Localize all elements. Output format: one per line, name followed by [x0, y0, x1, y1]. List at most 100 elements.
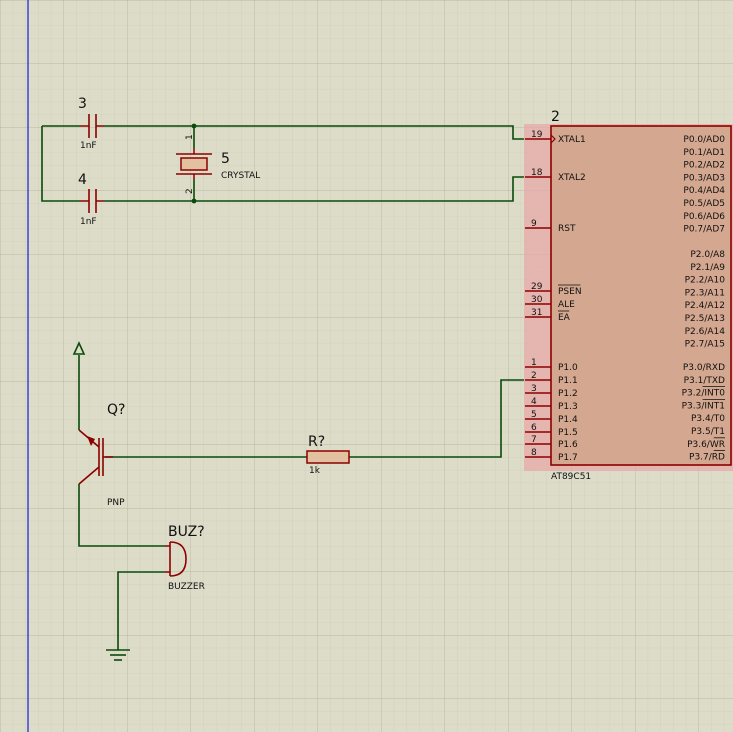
mcu-pin-label: P2.3/A11	[685, 288, 725, 298]
mcu-pin-label: P3.5/T1	[691, 427, 725, 437]
power-terminal-icon[interactable]	[72, 341, 86, 355]
mcu-pin-p0-5-ad5[interactable]: P0.5/AD5	[683, 199, 725, 209]
mcu-pin-p2-3-a11[interactable]: P2.3/A11	[685, 288, 725, 298]
mcu-pin-label: PSEN	[558, 287, 582, 297]
mcu-pin-label: RST	[558, 224, 576, 234]
mcu-pin-number: 5	[531, 410, 537, 420]
ground-icon[interactable]	[106, 649, 130, 661]
mcu-pin-label: P1.6	[558, 440, 578, 450]
transistor-type: PNP	[107, 498, 125, 508]
mcu-pin-number: 7	[531, 435, 537, 445]
mcu-pin-number: 30	[531, 295, 543, 305]
mcu-pin-number: 1	[531, 358, 537, 368]
mcu-pin-p2-2-a10[interactable]: P2.2/A10	[685, 276, 726, 286]
mcu-pin-label: P0.2/AD2	[683, 161, 725, 171]
mcu-right-pins: P0.0/AD0P0.1/AD1P0.2/AD2P0.3/AD3P0.4/AD4…	[682, 135, 726, 463]
junction-dot	[191, 198, 197, 204]
mcu-pin-label: P0.0/AD0	[683, 135, 725, 145]
mcu-pin-label: P1.0	[558, 363, 578, 373]
mcu-pin-label: P1.5	[558, 428, 578, 438]
clock-input-icon	[550, 134, 556, 144]
mcu-pin-p3-5-t1[interactable]: P3.5/T1	[691, 427, 725, 437]
mcu-pin-number: 29	[531, 282, 543, 292]
mcu-pin-p0-3-ad3[interactable]: P0.3/AD3	[683, 173, 725, 183]
transistor-pnp[interactable]: Q? PNP	[78, 402, 125, 508]
crystal-x5[interactable]: 1 2 5 CRYSTAL	[176, 134, 260, 194]
resistor-ref: R?	[308, 434, 325, 450]
capacitor-c3[interactable]: 3 1nF	[78, 96, 104, 151]
mcu-pin-label: P3.7/RD	[689, 453, 725, 463]
mcu-pin-p3-2-int0[interactable]: P3.2/INT0	[682, 386, 726, 399]
mcu-pin-number: 3	[531, 384, 537, 394]
mcu-pin-number: 4	[531, 397, 537, 407]
mcu-pin-p3-7-rd[interactable]: P3.7/RD	[689, 450, 725, 463]
mcu-pin-p3-0-rxd[interactable]: P3.0/RXD	[683, 363, 725, 373]
mcu-pin-p2-0-a8[interactable]: P2.0/A8	[690, 250, 725, 260]
mcu-pin-label: P1.1	[558, 376, 578, 386]
resistor-r[interactable]: R? 1k	[306, 434, 350, 476]
mcu-pin-label: P0.5/AD5	[683, 199, 725, 209]
mcu-pin-number: 19	[531, 130, 543, 140]
mcu-pin-p0-1-ad1[interactable]: P0.1/AD1	[683, 148, 725, 158]
crystal-ref: 5	[221, 151, 230, 167]
wires	[41, 125, 524, 650]
mcu-pin-p3-3-int1[interactable]: P3.3/INT1	[682, 398, 725, 411]
mcu-pin-label: P2.7/A15	[685, 340, 725, 350]
mcu-pin-p2-4-a12[interactable]: P2.4/A12	[685, 301, 725, 311]
mcu-pin-label: P2.0/A8	[690, 250, 725, 260]
mcu-pin-number: 2	[531, 371, 537, 381]
buzzer[interactable]: BUZ? BUZZER	[165, 524, 205, 592]
mcu-pin-label: P3.1/TXD	[684, 376, 725, 386]
mcu-ref: 2	[551, 109, 560, 125]
mcu-pin-p0-4-ad4[interactable]: P0.4/AD4	[683, 186, 725, 196]
mcu-pin-label: P0.7/AD7	[683, 225, 725, 235]
mcu-pin-p0-2-ad2[interactable]: P0.2/AD2	[683, 161, 725, 171]
mcu-pin-p0-7-ad7[interactable]: P0.7/AD7	[683, 225, 725, 235]
junction-dot	[191, 123, 197, 129]
mcu-pin-label: P0.6/AD6	[683, 212, 725, 222]
mcu-pin-p3-1-txd[interactable]: P3.1/TXD	[684, 376, 725, 386]
crystal-pin2: 2	[185, 188, 195, 194]
mcu-pin-label: P0.1/AD1	[683, 148, 725, 158]
mcu-pin-p2-5-a13[interactable]: P2.5/A13	[685, 314, 725, 324]
mcu-pin-number: 8	[531, 448, 537, 458]
mcu-pin-label: P2.6/A14	[685, 327, 726, 337]
mcu-pin-label: P0.3/AD3	[683, 173, 725, 183]
mcu-pin-p3-6-wr[interactable]: P3.6/WR	[687, 437, 725, 450]
capacitor-c3-ref: 3	[78, 96, 87, 112]
mcu-pin-label: EA	[558, 313, 571, 323]
mcu-pin-p2-7-a15[interactable]: P2.7/A15	[685, 340, 725, 350]
mcu-pin-number: 6	[531, 423, 537, 433]
mcu-pin-label: XTAL1	[558, 135, 586, 145]
mcu-pin-label: P3.2/INT0	[682, 389, 726, 399]
mcu-pin-p2-1-a9[interactable]: P2.1/A9	[690, 263, 725, 273]
mcu-pin-label: P1.4	[558, 415, 578, 425]
mcu-pin-p0-0-ad0[interactable]: P0.0/AD0	[683, 135, 725, 145]
mcu-pin-label: P1.7	[558, 453, 578, 463]
mcu-pin-label: XTAL2	[558, 173, 586, 183]
mcu-part: AT89C51	[551, 472, 591, 482]
capacitor-c4[interactable]: 4 1nF	[78, 172, 104, 227]
mcu-pin-p2-6-a14[interactable]: P2.6/A14	[685, 327, 726, 337]
mcu-pin-number: 18	[531, 168, 543, 178]
mcu-pin-p3-4-t0[interactable]: P3.4/T0	[691, 414, 725, 424]
mcu-pin-p0-6-ad6[interactable]: P0.6/AD6	[683, 212, 725, 222]
mcu-pin-number: 9	[531, 219, 537, 229]
